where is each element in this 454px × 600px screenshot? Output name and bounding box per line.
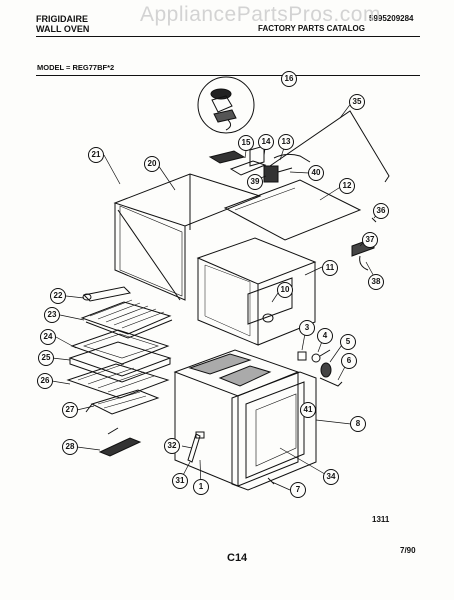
parts-14-15-brackets: [208, 145, 311, 176]
brand-name: FRIGIDAIRE: [36, 14, 89, 24]
part-31-32-hinge-parts: [187, 431, 205, 463]
model-rule: [36, 75, 420, 76]
callout-3: 3: [299, 320, 315, 336]
part-3-part-4-switch-parts: [297, 349, 331, 363]
part-10-bracket: [247, 277, 293, 325]
oven-liner: [173, 349, 300, 487]
drawing-number: 1311: [372, 515, 390, 524]
callout-25: 25: [38, 350, 54, 366]
callout-35: 35: [349, 94, 365, 110]
part-6-light-socket: [319, 377, 343, 387]
callout-37: 37: [362, 232, 378, 248]
part-24-broiler-pan-insert: [70, 329, 170, 365]
part-36-screw: [371, 217, 377, 223]
callout-14: 14: [258, 134, 274, 150]
callout-41: 41: [300, 402, 316, 418]
part-7-screw: [267, 477, 275, 485]
part-11-broiler-box: [196, 237, 317, 346]
callout-34: 34: [323, 469, 339, 485]
part-20-oven-frame: [113, 173, 262, 301]
part-39-40-sensor: [263, 165, 293, 183]
callout-12: 12: [339, 178, 355, 194]
callout-5: 5: [340, 334, 356, 350]
model-label: MODEL = REG77BF*2: [37, 63, 115, 72]
part-35-rod: [266, 110, 390, 183]
callout-20: 20: [144, 156, 160, 172]
product-type: WALL OVEN: [36, 24, 90, 34]
callout-1: 1: [193, 479, 209, 495]
callout-10: 10: [277, 282, 293, 298]
callout-7: 7: [290, 482, 306, 498]
callout-11: 11: [322, 260, 338, 276]
callout-21: 21: [88, 147, 104, 163]
part-8-front-frame: [231, 371, 317, 491]
callout-15: 15: [238, 135, 254, 151]
callout-13: 13: [278, 134, 294, 150]
callout-4: 4: [317, 328, 333, 344]
callout-27: 27: [62, 402, 78, 418]
callout-8: 8: [350, 416, 366, 432]
part-26-oven-rack: [66, 363, 170, 399]
callout-26: 26: [37, 373, 53, 389]
callout-28: 28: [62, 439, 78, 455]
part-12-top-panel: [223, 179, 362, 241]
callout-16: 16: [281, 71, 297, 87]
callout-40: 40: [308, 165, 324, 181]
callout-32: 32: [164, 438, 180, 454]
header-rule: [36, 36, 420, 37]
date-code: 7/90: [400, 546, 416, 555]
callout-23: 23: [44, 307, 60, 323]
callout-22: 22: [50, 288, 66, 304]
catalog-title: FACTORY PARTS CATALOG: [258, 24, 365, 33]
part-28-terminal-block: [98, 427, 142, 457]
part-23-oven-rack: [80, 299, 173, 339]
callout-24: 24: [40, 329, 56, 345]
part-27-bake-element: [85, 389, 160, 415]
callout-38: 38: [368, 274, 384, 290]
callout-36: 36: [373, 203, 389, 219]
page-code: C14: [227, 552, 248, 564]
part-5-light-lens: [320, 362, 332, 378]
callout-39: 39: [247, 174, 263, 190]
part-25-broiler-pan: [68, 341, 172, 383]
part-16-thermostat-assembly: [197, 76, 255, 134]
part-22-element-bracket: [82, 286, 132, 302]
part-38-wire: [359, 255, 369, 271]
watermark: AppliancePartsPros.com: [140, 3, 381, 26]
catalog-part-number: 5995209284: [369, 14, 414, 23]
callout-31: 31: [172, 473, 188, 489]
callout-6: 6: [341, 353, 357, 369]
